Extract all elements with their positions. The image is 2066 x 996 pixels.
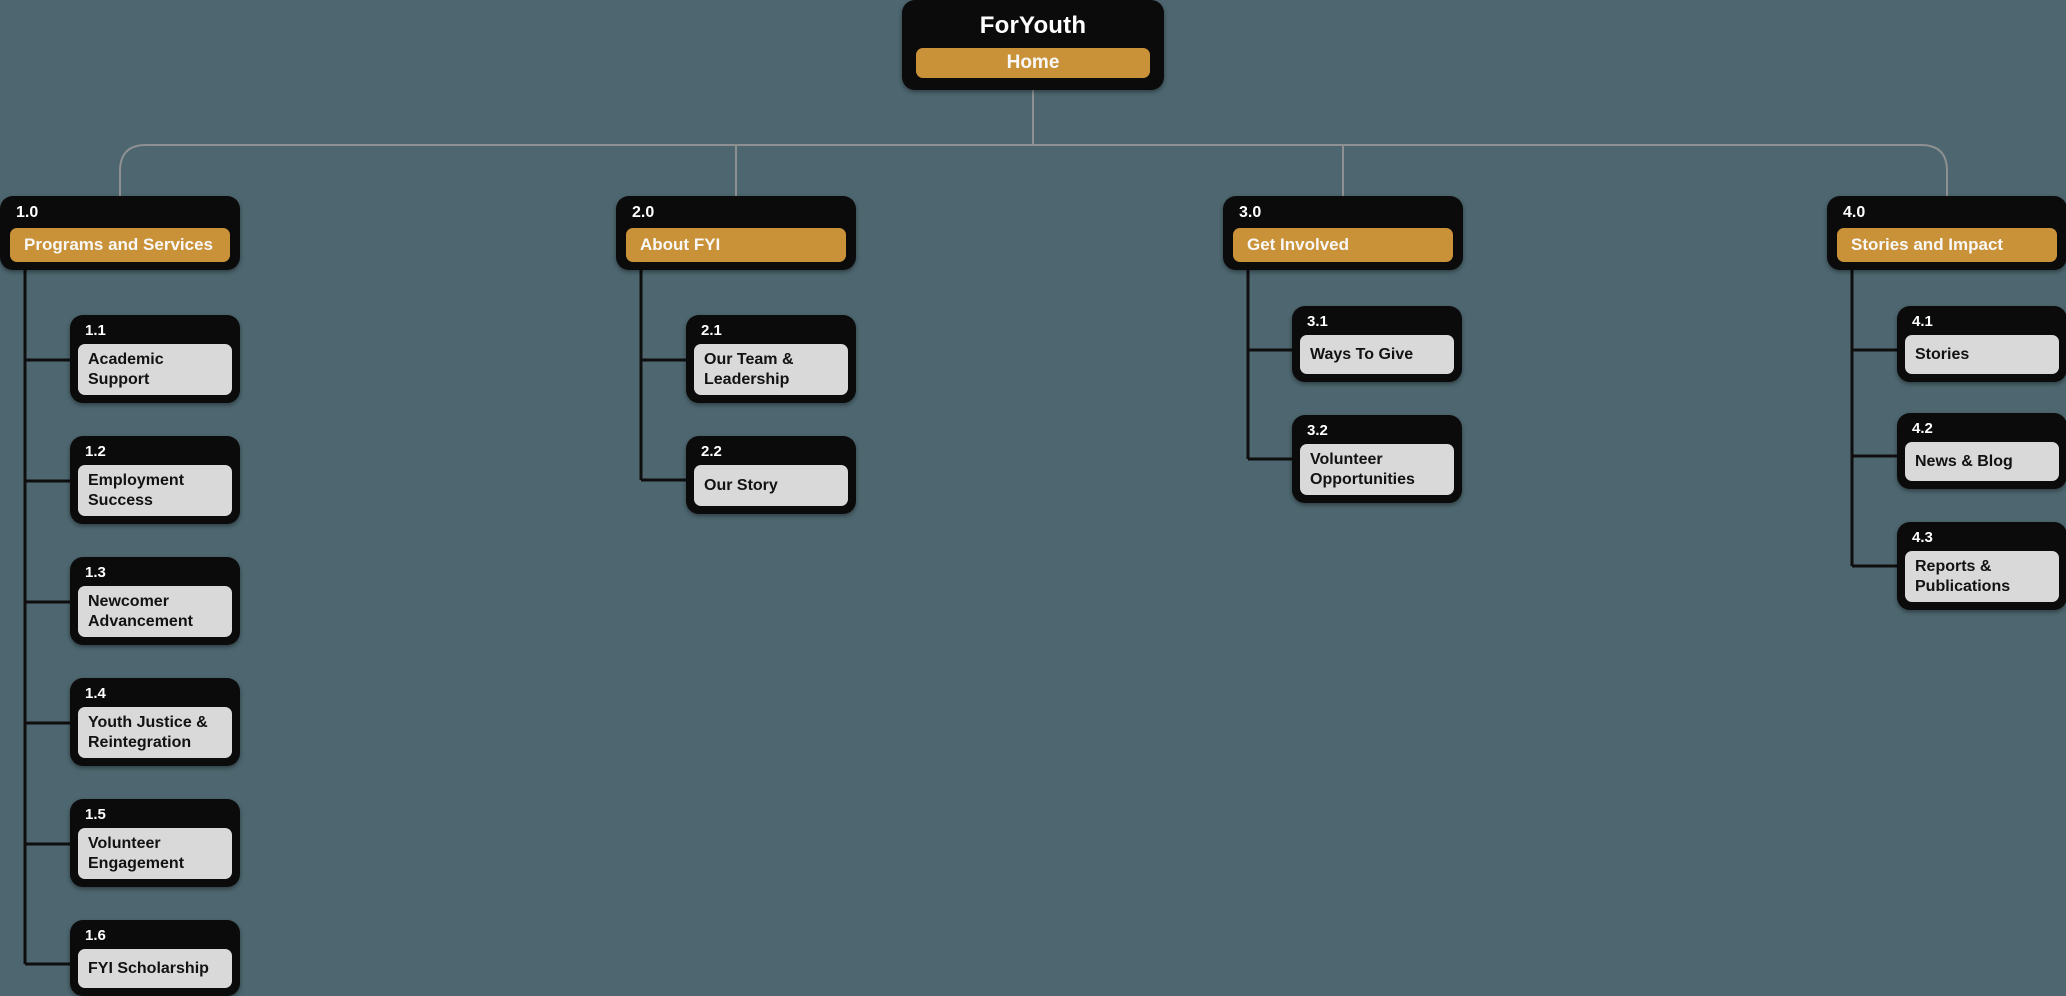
child-node-reports-publications[interactable]: 4.3 Reports & Publications [1897, 522, 2066, 610]
page-button[interactable]: Volunteer Opportunities [1300, 444, 1454, 495]
section-page-button[interactable]: About FYI [626, 228, 846, 262]
section-page-button[interactable]: Stories and Impact [1837, 228, 2057, 262]
page-number: 1.1 [85, 322, 106, 339]
section-node-stories-and-impact[interactable]: 4.0 Stories and Impact [1827, 196, 2066, 270]
page-button[interactable]: FYI Scholarship [78, 949, 232, 988]
page-button[interactable]: News & Blog [1905, 442, 2059, 481]
page-button[interactable]: Stories [1905, 335, 2059, 374]
section-node-about-fyi[interactable]: 2.0 About FYI [616, 196, 856, 270]
child-node-volunteer-opportunities[interactable]: 3.2 Volunteer Opportunities [1292, 415, 1462, 503]
page-button[interactable]: Our Story [694, 465, 848, 506]
section-number: 2.0 [632, 204, 655, 221]
connector-branch-2 [639, 268, 686, 482]
child-node-our-story[interactable]: 2.2 Our Story [686, 436, 856, 514]
page-button[interactable]: Volunteer Engagement [78, 828, 232, 879]
page-number: 3.2 [1307, 422, 1328, 439]
page-button[interactable]: Newcomer Advancement [78, 586, 232, 637]
page-button[interactable]: Employment Success [78, 465, 232, 516]
page-number: 1.3 [85, 564, 106, 581]
page-button[interactable]: Ways To Give [1300, 335, 1454, 374]
section-number: 4.0 [1843, 204, 1866, 221]
child-node-ways-to-give[interactable]: 3.1 Ways To Give [1292, 306, 1462, 382]
child-node-academic-support[interactable]: 1.1 Academic Support [70, 315, 240, 403]
page-button[interactable]: Our Team & Leadership [694, 344, 848, 395]
page-number: 2.2 [701, 443, 722, 460]
child-node-newcomer-advancement[interactable]: 1.3 Newcomer Advancement [70, 557, 240, 645]
root-connectors [119, 90, 1948, 196]
connector-branch-3 [1246, 268, 1292, 461]
section-number: 1.0 [16, 204, 39, 221]
page-number: 4.2 [1912, 420, 1933, 437]
section-number: 3.0 [1239, 204, 1262, 221]
child-node-employment-success[interactable]: 1.2 Employment Success [70, 436, 240, 524]
child-node-volunteer-engagement[interactable]: 1.5 Volunteer Engagement [70, 799, 240, 887]
page-number: 1.5 [85, 806, 106, 823]
child-node-our-team-leadership[interactable]: 2.1 Our Team & Leadership [686, 315, 856, 403]
child-node-youth-justice-reintegration[interactable]: 1.4 Youth Justice & Reintegration [70, 678, 240, 766]
page-number: 3.1 [1307, 313, 1328, 330]
section-node-get-involved[interactable]: 3.0 Get Involved [1223, 196, 1463, 270]
home-page-button[interactable]: Home [916, 48, 1150, 78]
site-title: ForYouth [979, 12, 1087, 39]
root-node[interactable]: ForYouth Home [902, 0, 1164, 90]
page-button[interactable]: Youth Justice & Reintegration [78, 707, 232, 758]
child-node-news-blog[interactable]: 4.2 News & Blog [1897, 413, 2066, 489]
page-number: 4.3 [1912, 529, 1933, 546]
page-number: 1.6 [85, 927, 106, 944]
child-connectors [23, 268, 1897, 966]
page-number: 1.4 [85, 685, 106, 702]
page-number: 2.1 [701, 322, 722, 339]
connector-branch-4 [1850, 268, 1897, 568]
section-page-button[interactable]: Get Involved [1233, 228, 1453, 262]
child-node-stories[interactable]: 4.1 Stories [1897, 306, 2066, 382]
page-button[interactable]: Academic Support [78, 344, 232, 395]
connector-root-rail [119, 144, 1948, 196]
section-page-button[interactable]: Programs and Services [10, 228, 230, 262]
page-number: 4.1 [1912, 313, 1933, 330]
child-node-fyi-scholarship[interactable]: 1.6 FYI Scholarship [70, 920, 240, 996]
section-node-programs-and-services[interactable]: 1.0 Programs and Services [0, 196, 240, 270]
page-button[interactable]: Reports & Publications [1905, 551, 2059, 602]
page-number: 1.2 [85, 443, 106, 460]
connector-branch-1 [23, 268, 70, 966]
